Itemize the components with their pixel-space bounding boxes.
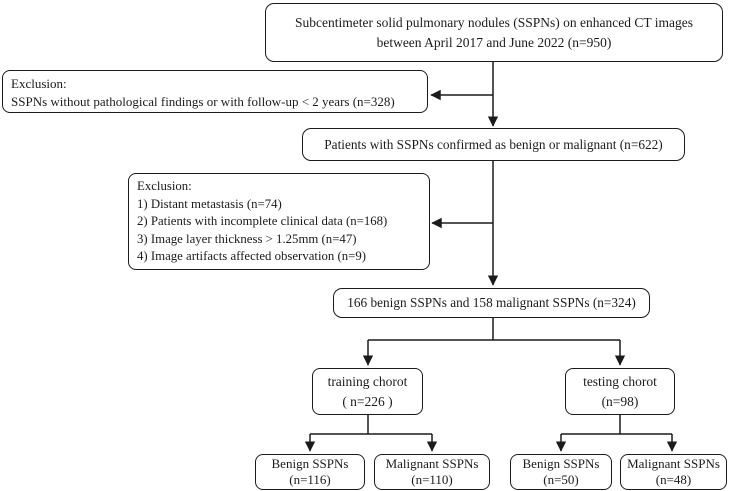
testing-cohort-count: (n=98) — [601, 393, 639, 409]
testing-benign-label: Benign SSPNs — [522, 455, 600, 471]
box-testing-cohort: testing chorot (n=98) — [565, 368, 675, 415]
exclusion-2-item-1: 1) Distant metastasis (n=74) — [137, 196, 282, 211]
exclusion-2-item-4: 4) Image artifacts affected observation … — [137, 249, 367, 264]
exclusion-2-item-2: 2) Patients with incomplete clinical dat… — [137, 214, 388, 229]
training-malignant-label: Malignant SSPNs — [385, 455, 479, 471]
training-cohort-count: ( n=226 ) — [342, 393, 393, 409]
box-enrollment: Subcentimeter solid pulmonary nodules (S… — [265, 3, 723, 62]
training-benign-label: Benign SSPNs — [271, 455, 349, 471]
box-exclusion-1: Exclusion: SSPNs without pathological fi… — [2, 70, 428, 113]
testing-malignant-count: (n=48) — [655, 472, 692, 487]
confirmed-text: Patients with SSPNs confirmed as benign … — [324, 136, 663, 152]
enrollment-line2: between April 2017 and June 2022 (n=950) — [376, 34, 612, 50]
cohort-total-text: 166 benign SSPNs and 158 malignant SSPNs… — [347, 295, 636, 310]
box-cohort-total: 166 benign SSPNs and 158 malignant SSPNs… — [333, 288, 650, 318]
testing-cohort-label: testing chorot — [583, 373, 657, 389]
box-training-cohort: training chorot ( n=226 ) — [312, 368, 423, 415]
box-training-malignant: Malignant SSPNs (n=110) — [374, 454, 490, 490]
box-training-benign: Benign SSPNs (n=116) — [255, 454, 365, 490]
exclusion-1-line1: SSPNs without pathological findings or w… — [11, 93, 395, 109]
testing-malignant-label: Malignant SSPNs — [627, 455, 720, 471]
exclusion-1-title: Exclusion: — [11, 76, 67, 91]
exclusion-2-title: Exclusion: — [137, 179, 192, 193]
training-cohort-label: training chorot — [327, 373, 408, 389]
enrollment-line1: Subcentimeter solid pulmonary nodules (S… — [295, 14, 693, 30]
box-testing-malignant: Malignant SSPNs (n=48) — [620, 454, 727, 490]
training-benign-count: (n=116) — [289, 472, 331, 487]
exclusion-2-item-3: 3) Image layer thickness > 1.25mm (n=47) — [137, 231, 357, 246]
training-malignant-count: (n=110) — [411, 472, 453, 487]
box-confirmed: Patients with SSPNs confirmed as benign … — [302, 128, 685, 161]
box-testing-benign: Benign SSPNs (n=50) — [510, 454, 612, 490]
testing-benign-count: (n=50) — [543, 472, 579, 487]
box-exclusion-2: Exclusion: 1) Distant metastasis (n=74) … — [128, 173, 430, 270]
